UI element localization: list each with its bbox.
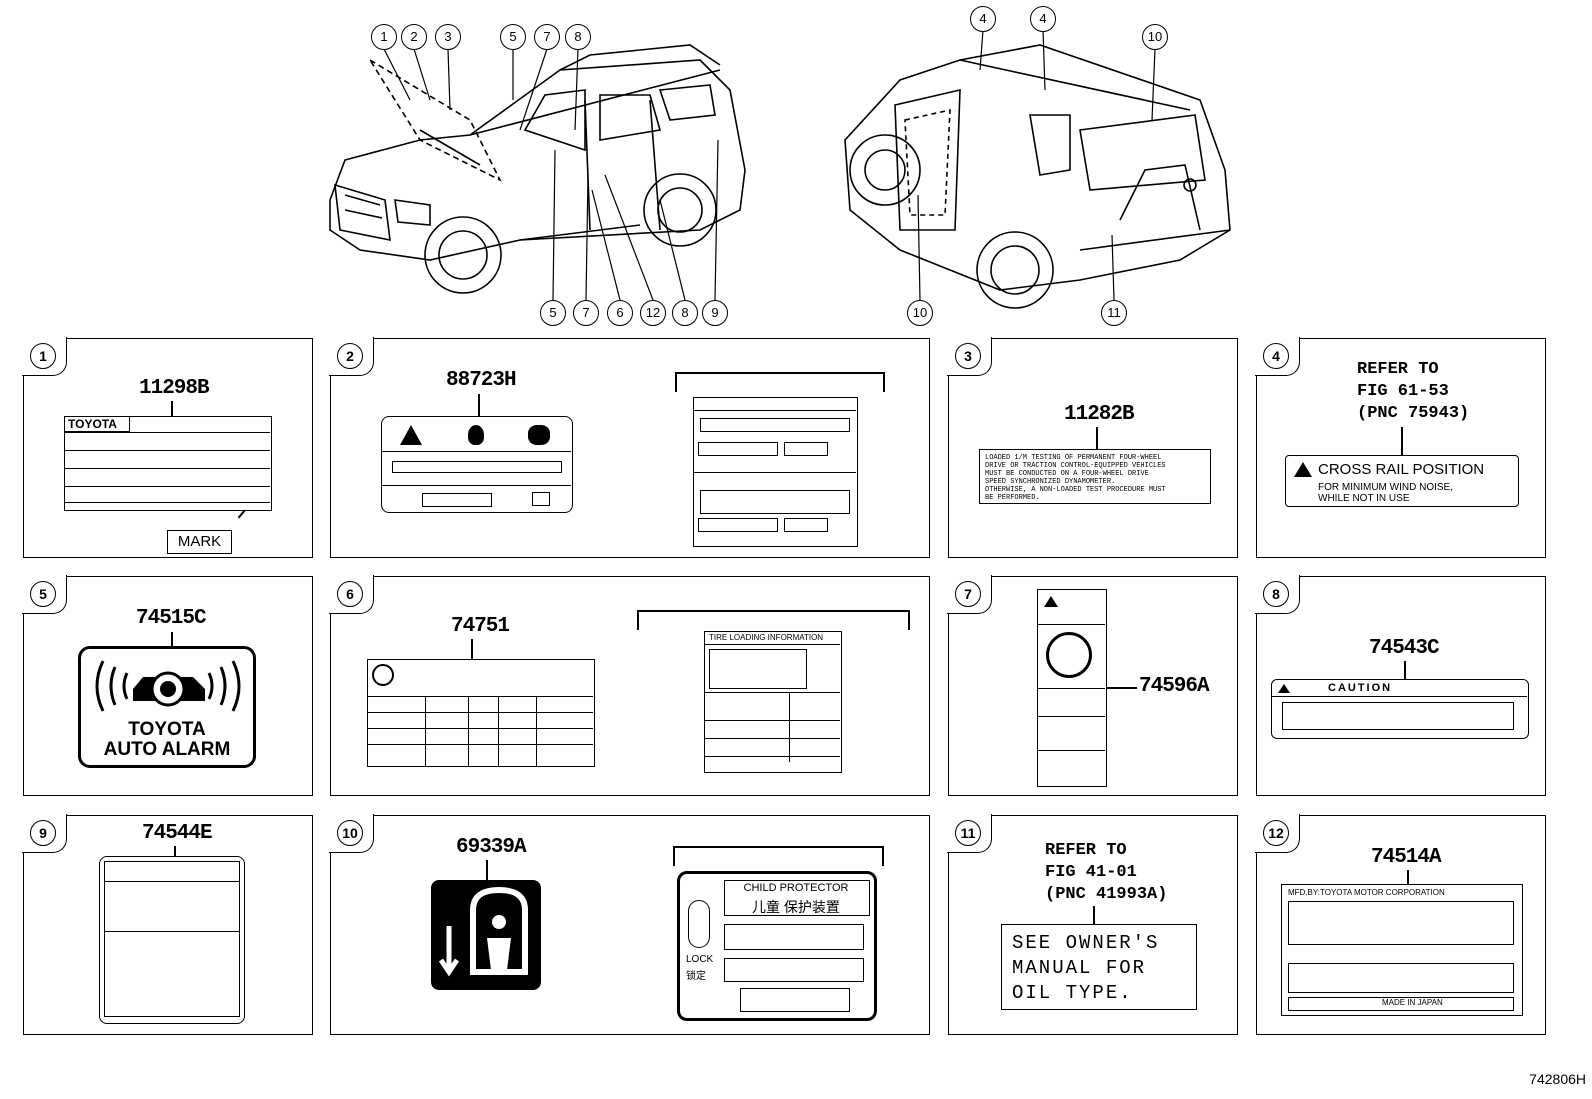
refer-text: REFER TO FIG 41-01 (PNC 41993A) [1045,841,1168,904]
label-88723H [381,416,573,513]
warning-triangle-icon [1044,596,1058,607]
panel-8: 8 74543C CAUTION [1255,575,1546,796]
label-74514A: MFD.BY:TOYOTA MOTOR CORPORATION MADE IN … [1281,884,1523,1016]
part-number: 11298B [139,377,210,400]
part-number: 11282B [1064,403,1135,426]
panel-number: 3 [955,343,981,369]
callout-2: 2 [401,24,427,50]
label-74596A [1037,589,1107,787]
warning-triangle-icon [1278,684,1290,693]
part-number: 74543C [1369,637,1440,660]
callout-7: 7 [534,24,560,50]
part-number: 74544E [142,822,213,845]
panel-number: 10 [337,820,363,846]
child-lock-icon [431,880,541,990]
callout-8: 8 [565,24,591,50]
callout-11-bottom: 11 [1101,300,1127,326]
part-number: 69339A [456,836,527,859]
callout-9-bottom: 9 [702,300,728,326]
label-auto-alarm: TOYOTA AUTO ALARM [78,646,256,768]
callout-12-bottom: 12 [640,300,666,326]
panel-number: 8 [1263,581,1289,607]
fire-icon [468,425,484,445]
label-cross-rail: CROSS RAIL POSITION FOR MINIMUM WIND NOI… [1285,455,1519,507]
callout-10-top: 10 [1142,24,1168,50]
panel-3: 3 11282B LOADED 1/M TESTING OF PERMANENT… [947,337,1238,558]
panel-number: 4 [1263,343,1289,369]
panel-5: 5 74515C TOYOTA AUTO ALARM [22,575,313,796]
callout-4-b: 4 [1030,6,1056,32]
tire-icon [372,664,394,686]
no-child-seat-icon [1046,632,1092,678]
label-11298B: TOYOTA [64,416,272,511]
part-number: 88723H [446,369,517,392]
warning-triangle-icon [1294,462,1312,477]
panel-9: 9 74544E [22,814,313,1035]
refer-text: REFER TO FIG 61-53 (PNC 75943) [1357,360,1470,423]
panel-2: 2 88723H [329,337,930,558]
panel-number: 7 [955,581,981,607]
label-caution: CAUTION [1271,679,1529,739]
part-number: 74751 [451,615,510,638]
panel-7: 7 74596A [947,575,1238,796]
label-oil-type: SEE OWNER'S MANUAL FOR OIL TYPE. [1001,924,1197,1010]
panel-1: 1 11298B TOYOTA MARK [22,337,313,558]
brand-text: TOYOTA [64,416,130,432]
part-number: 74596A [1139,675,1210,698]
panel-6: 6 74751 TIRE LOADING INFORMATION [329,575,930,796]
callout-8-bottom: 8 [672,300,698,326]
panel-4: 4 REFER TO FIG 61-53 (PNC 75943) CROSS R… [1255,337,1546,558]
person-icon [528,425,550,445]
warning-triangle-icon [400,425,422,445]
label-tire-loading: TIRE LOADING INFORMATION [704,631,842,773]
panel-11: 11 REFER TO FIG 41-01 (PNC 41993A) SEE O… [947,814,1238,1035]
label-11282B: LOADED 1/M TESTING OF PERMANENT FOUR-WHE… [979,449,1211,504]
panel-12: 12 74514A MFD.BY:TOYOTA MOTOR CORPORATIO… [1255,814,1546,1035]
mark-label: MARK [167,530,232,554]
panel-number: 5 [30,581,56,607]
callout-5: 5 [500,24,526,50]
label-74544E [99,856,245,1024]
label-child-protector: CHILD PROTECTOR 儿童 保护装置 LOCK 锁定 [677,871,877,1021]
panel-number: 11 [955,820,981,846]
label-74751 [367,659,595,767]
label-88723H-alt [693,397,858,547]
callout-1: 1 [371,24,397,50]
callout-7-bottom: 7 [573,300,599,326]
panel-number: 1 [30,343,56,369]
part-number: 74514A [1371,846,1442,869]
panel-10: 10 69339A CHILD PROTECTOR 儿童 保护装置 LOCK 锁… [329,814,930,1035]
panel-number: 9 [30,820,56,846]
callout-4-a: 4 [970,6,996,32]
callout-10-bottom: 10 [907,300,933,326]
panel-number: 6 [337,581,363,607]
alarm-car-icon [95,660,241,712]
panel-number: 12 [1263,820,1289,846]
callout-5-bottom: 5 [540,300,566,326]
panel-number: 2 [337,343,363,369]
figure-id: 742806H [1529,1071,1586,1087]
part-number: 74515C [136,607,207,630]
callout-6-bottom: 6 [607,300,633,326]
callout-3: 3 [435,24,461,50]
lock-switch-icon [688,900,710,948]
